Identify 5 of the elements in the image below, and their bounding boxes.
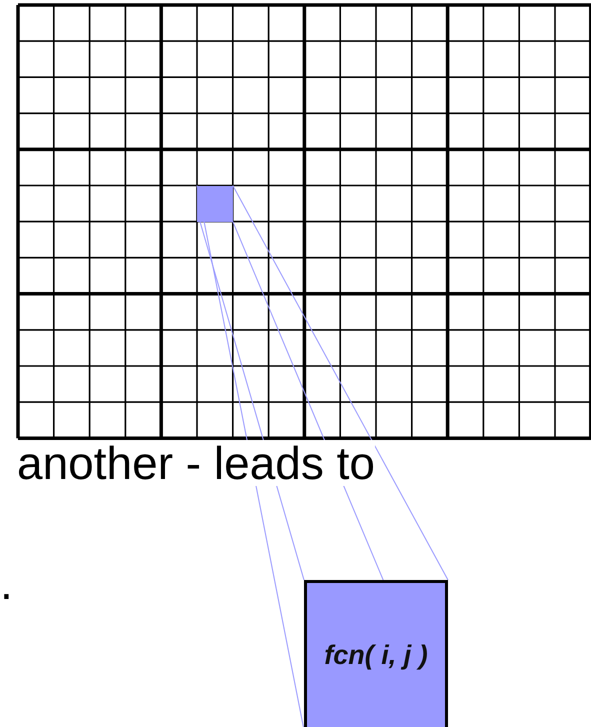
projection-line bbox=[232, 185, 448, 580]
function-box bbox=[304, 580, 448, 727]
function-label: fcn( i, j ) bbox=[324, 640, 428, 670]
sentence-fragment: another - leads to bbox=[17, 440, 376, 486]
highlighted-cell bbox=[197, 186, 233, 222]
